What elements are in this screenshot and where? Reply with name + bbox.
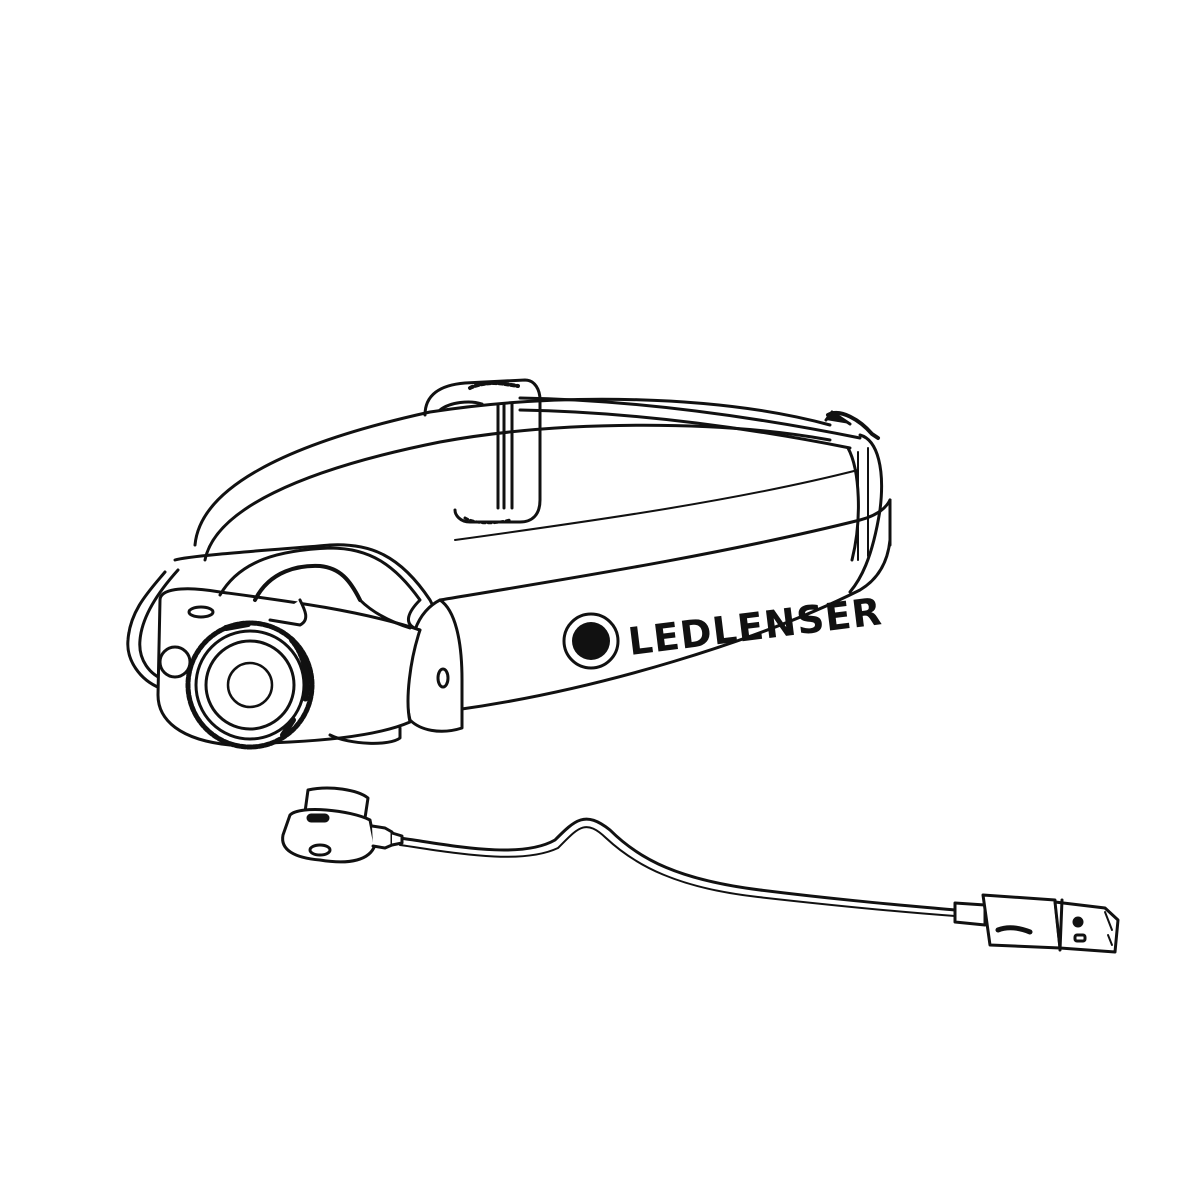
magnetic-charging-connector <box>281 786 404 864</box>
usb-a-plug <box>953 893 1120 954</box>
headband <box>193 396 892 712</box>
ledlenser-logo: LEDLENSER <box>562 589 885 670</box>
lamp-lens <box>185 598 315 750</box>
usb-cable <box>398 817 957 917</box>
brand-label: LEDLENSER <box>626 589 885 664</box>
headband-buckle <box>423 378 542 525</box>
